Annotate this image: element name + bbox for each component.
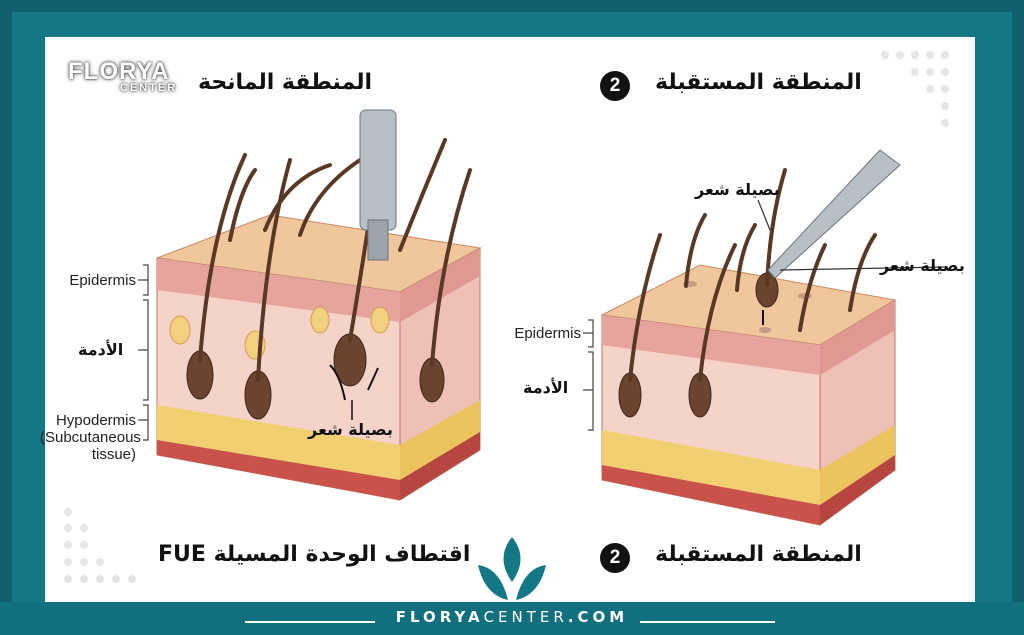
layer-brackets — [138, 264, 594, 441]
label-follicle: بصيلة شعر — [308, 420, 393, 439]
label-hypodermis: Hypodermis (Subcutaneous tissue) — [40, 412, 141, 463]
step-number-badge: 2 — [600, 71, 630, 101]
label-dermis: الأدمة — [78, 340, 124, 359]
recipient-title: المنطقة المستقبلة — [655, 70, 862, 95]
label-dermis-right: الأدمة — [523, 378, 569, 397]
footer-arrow-right — [640, 621, 775, 623]
footer-bar — [0, 602, 1024, 635]
donor-caption: اقتطاف الوحدة المسيلة FUE — [158, 542, 471, 567]
recipient-caption: المنطقة المستقبلة — [655, 542, 862, 567]
punch-tool — [359, 109, 397, 231]
website-url: FLORYACENTER.COM — [395, 608, 629, 626]
decor-dots — [64, 51, 949, 583]
recipient-skin-block — [600, 149, 946, 526]
leaf-logo — [478, 537, 546, 600]
label-follicle-side: بصيلة شعر — [880, 256, 965, 275]
footer-arrow-left — [245, 621, 375, 623]
label-epidermis: Epidermis — [69, 272, 136, 289]
donor-skin-block — [156, 109, 482, 501]
label-epidermis-right: Epidermis — [514, 325, 581, 342]
forceps-tool — [767, 149, 901, 279]
donor-title: المنطقة المانحة — [198, 70, 373, 95]
brand-logo: FLORYA CENTER — [68, 58, 178, 94]
caption-number-badge: 2 — [600, 543, 630, 573]
label-follicle-top: بصيلة شعر — [695, 180, 780, 199]
